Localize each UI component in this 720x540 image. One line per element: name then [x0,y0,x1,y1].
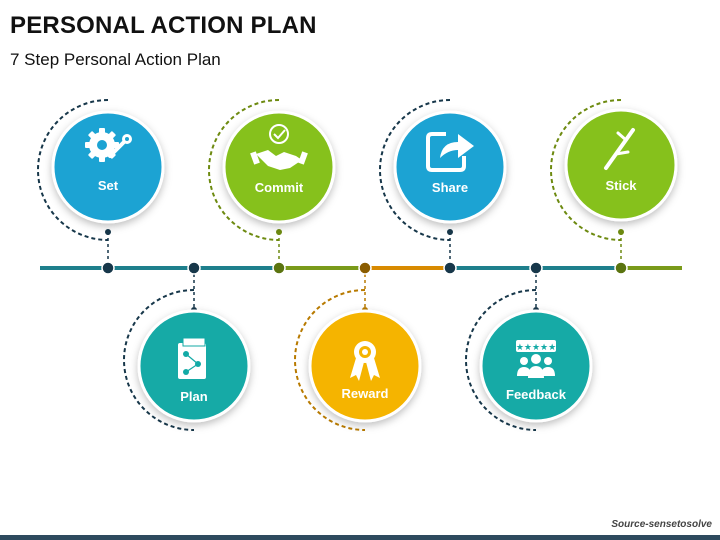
step-circle [308,309,422,423]
page-subtitle: 7 Step Personal Action Plan [10,50,221,69]
step-stick: Stick [550,99,678,275]
connector-dot [105,229,111,235]
timeline-dot [529,261,543,275]
step-label: Set [98,178,119,193]
connector-dot [618,229,624,235]
step-circle [393,110,507,224]
step-label: Commit [255,180,304,195]
feedback-people-icon: ★★★★★ [516,340,556,378]
timeline-dot [358,261,372,275]
connector-dot [447,229,453,235]
step-circle [51,110,165,224]
step-feedback: ★★★★★ Feedback [465,261,593,431]
step-label: Plan [180,389,208,404]
timeline-dot [614,261,628,275]
step-reward: Reward [294,261,422,431]
step-set: Set [37,99,165,275]
gear-wrench-icon [85,128,132,162]
timeline-dot [101,261,115,275]
step-label: Share [432,180,468,195]
share-arrow-icon [426,132,474,172]
award-ribbon-icon [350,341,380,381]
step-share: Share [379,99,507,275]
stick-icon [604,128,635,170]
svg-text:★★★★★: ★★★★★ [516,343,556,353]
step-circle [564,108,678,222]
step-label: Feedback [506,387,567,402]
step-commit: Commit [208,99,336,275]
timeline-dot [272,261,286,275]
plan-document-icon [178,337,206,379]
bottom-bar [0,535,720,540]
step-label: Stick [605,178,637,193]
timeline-dot [443,261,457,275]
handshake-icon [250,124,308,170]
page-title: PERSONAL ACTION PLAN [10,12,317,39]
connector-dot [276,229,282,235]
source-credit: Source-sensetosolve [611,519,712,530]
step-plan: Plan [123,261,251,431]
step-label: Reward [342,386,389,401]
timeline-dot [187,261,201,275]
